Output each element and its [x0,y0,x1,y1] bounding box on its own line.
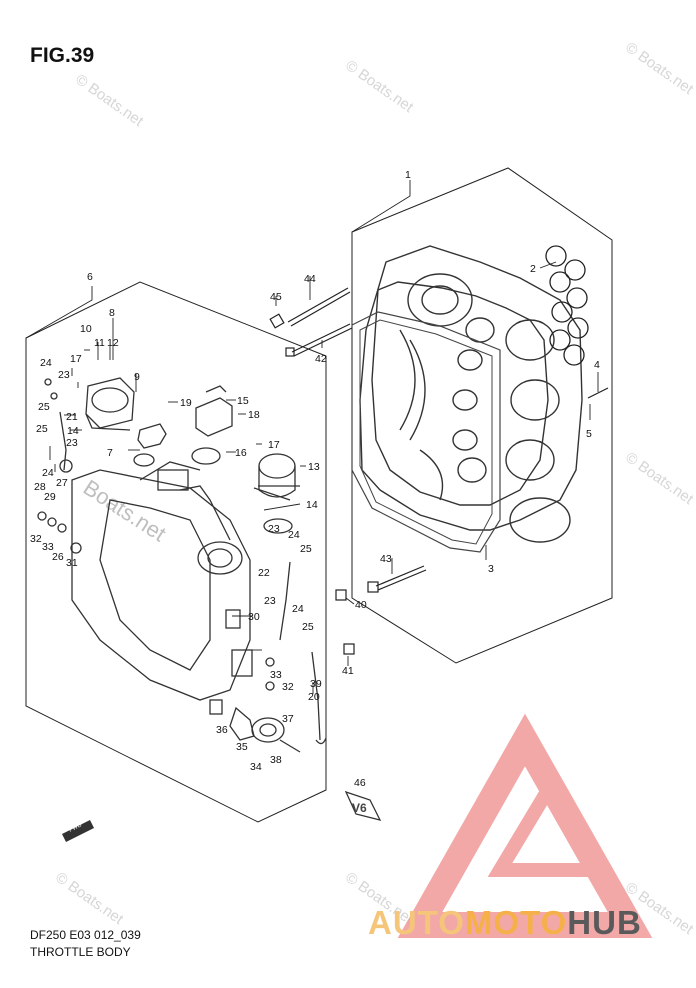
callout-30: 30 [248,611,260,623]
callout-6: 6 [87,271,93,283]
automotohub-logo-text: AUTOMOTOHUB [368,904,642,942]
callout-39: 39 [310,678,322,690]
callout-24-a: 24 [40,357,52,369]
callout-24-c: 24 [288,529,300,541]
callout-25-a: 25 [38,401,50,413]
callout-23-c: 23 [268,523,280,535]
callout-13: 13 [308,461,320,473]
callout-28: 28 [34,481,46,493]
callout-25-d: 25 [302,621,314,633]
callout-24-d: 24 [292,603,304,615]
callout-33-left: 33 [42,541,54,553]
callout-36: 36 [216,724,228,736]
callout-33-right: 33 [270,669,282,681]
callout-24-b: 24 [42,467,54,479]
logo-part-moto: MOTO [464,904,568,941]
callout-4: 4 [594,359,600,371]
callout-42: 42 [315,353,327,365]
callout-17-left: 17 [70,353,82,365]
long-bolts [269,287,609,655]
callout-8: 8 [109,307,115,319]
callout-19: 19 [180,397,192,409]
callout-20: 20 [308,691,320,703]
callout-26: 26 [52,551,64,563]
callout-23-a: 23 [58,369,70,381]
callout-46: 46 [354,777,366,789]
section-name: THROTTLE BODY [30,945,131,959]
callout-38: 38 [270,754,282,766]
callout-14-lower: 14 [306,499,318,511]
callout-9: 9 [134,371,140,383]
callout-2: 2 [530,263,536,275]
logo-part-hub: HUB [567,904,642,941]
callout-3: 3 [488,563,494,575]
callout-44: 44 [304,273,316,285]
callout-41: 41 [342,665,354,677]
callout-14-upper: 14 [67,425,79,437]
model-code: DF250 E03 012_039 [30,928,141,942]
callout-12: 12 [107,337,119,349]
callout-11: 11 [94,337,105,349]
intake-manifold-drawing [351,245,583,553]
v6-emblem-drawing: V6 [344,790,382,821]
automotohub-logo-mark [397,713,653,938]
callout-10: 10 [80,323,92,335]
callout-37: 37 [282,713,294,725]
gasket-rings [545,245,589,366]
callout-23-b: 23 [66,437,78,449]
leader-lines [25,180,599,694]
fwd-arrow: FWD [62,820,94,842]
callout-32-right: 32 [282,681,294,693]
callout-35: 35 [236,741,248,753]
group-box-left [25,281,327,823]
callout-40: 40 [355,599,367,611]
group-box-right [351,167,613,664]
callout-45: 45 [270,291,282,303]
callout-23-d: 23 [264,595,276,607]
callout-7: 7 [107,447,113,459]
callout-34: 34 [250,761,262,773]
callout-5: 5 [586,428,592,440]
throttle-body-drawing [37,377,327,753]
figure-title: FIG.39 [30,44,95,67]
callout-17-right: 17 [268,439,280,451]
v6-label: V6 [352,801,367,815]
callout-22: 22 [258,567,270,579]
callout-32-left: 32 [30,533,42,545]
callouts: 1 2 3 4 5 6 7 8 9 10 11 12 13 14 14 15 1… [30,169,600,789]
fwd-label: FWD [68,822,83,834]
callout-25-c: 25 [300,543,312,555]
logo-part-auto: AUTO [368,904,465,941]
callout-21: 21 [66,411,78,423]
callout-31: 31 [66,557,78,569]
callout-1: 1 [405,169,411,181]
callout-29: 29 [44,491,56,503]
callout-18: 18 [248,409,260,421]
callout-27: 27 [56,477,68,489]
callout-25-b: 25 [36,423,48,435]
callout-15: 15 [237,395,249,407]
callout-16: 16 [235,447,247,459]
callout-43: 43 [380,553,392,565]
